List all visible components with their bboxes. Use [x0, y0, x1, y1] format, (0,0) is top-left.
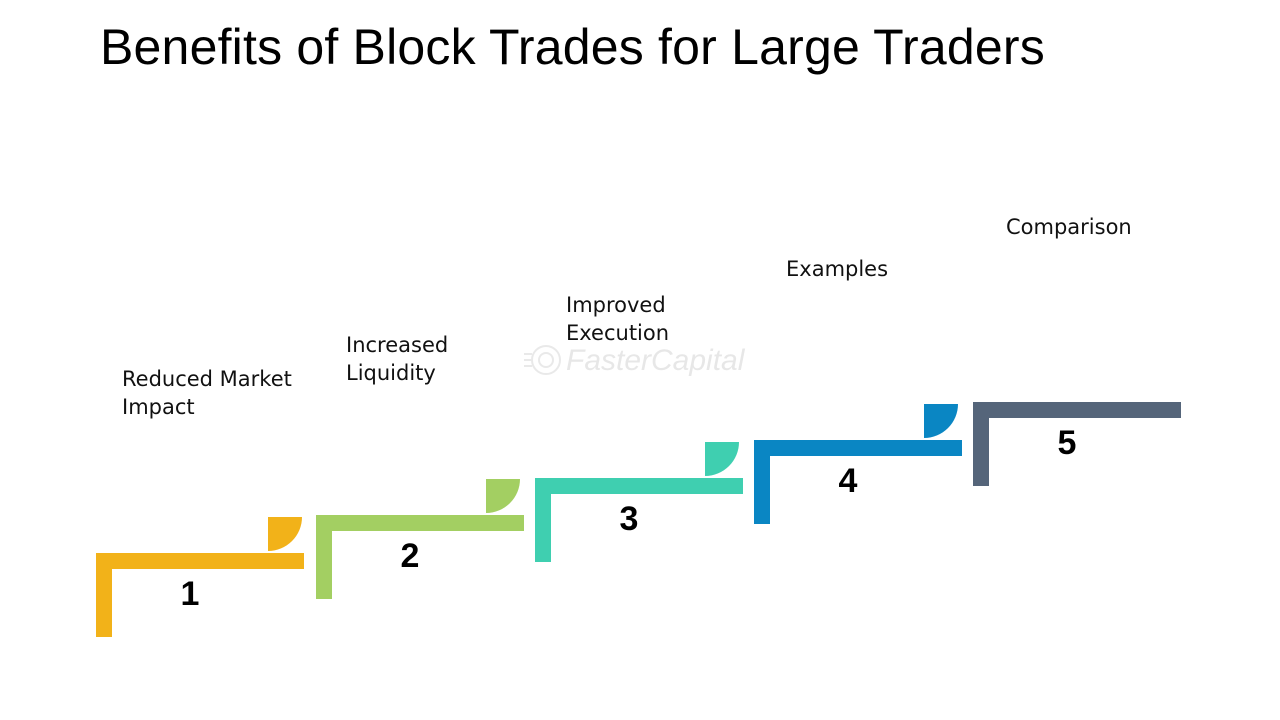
step-5-side-bar [973, 402, 989, 486]
step-2-curl [486, 479, 520, 513]
step-5-top-bar [973, 402, 1181, 418]
step-4-side-bar [754, 440, 770, 524]
step-5: 5 [973, 402, 1183, 492]
step-4-number: 4 [838, 462, 858, 500]
step-4-top-bar [754, 440, 962, 456]
step-3-number: 3 [619, 500, 639, 538]
step-5-number: 5 [1057, 424, 1077, 462]
step-4-curl [924, 404, 958, 438]
step-3-side-bar [535, 478, 551, 562]
step-3: 3 [535, 442, 745, 568]
step-1-label: Reduced Market Impact [122, 367, 292, 419]
step-4-label: Examples [786, 257, 889, 281]
step-3-curl [705, 442, 739, 476]
fastercapital-watermark: FasterCapital [524, 344, 746, 377]
step-1: 1 [96, 517, 306, 643]
step-1-number: 1 [180, 575, 200, 613]
step-2-number: 2 [400, 537, 420, 575]
step-1-side-bar [96, 553, 112, 637]
step-2-label: Increased Liquidity [346, 333, 449, 385]
step-1-top-bar [96, 553, 304, 569]
step-4: 4 [754, 404, 964, 530]
step-3-top-bar [535, 478, 743, 494]
step-2: 2 [316, 479, 526, 605]
watermark-text: FasterCapital [566, 344, 746, 377]
page-title: Benefits of Block Trades for Large Trade… [100, 19, 1045, 75]
step-1-curl [268, 517, 302, 551]
step-3-label: Improved Execution [566, 293, 670, 345]
step-2-top-bar [316, 515, 524, 531]
step-5-label: Comparison [1006, 215, 1132, 239]
step-2-side-bar [316, 515, 332, 599]
